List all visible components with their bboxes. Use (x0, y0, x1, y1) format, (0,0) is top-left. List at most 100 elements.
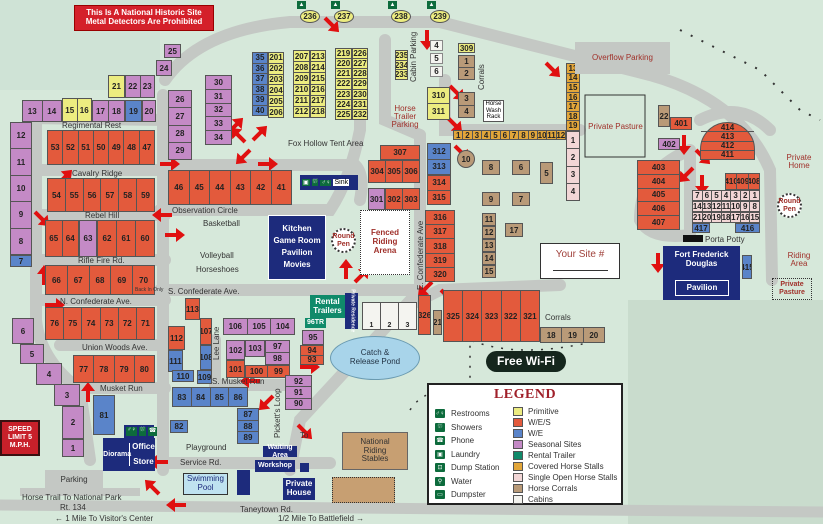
campsite[interactable]: 18 (541, 328, 563, 342)
campsite[interactable]: 100 (246, 366, 268, 377)
campsite[interactable]: 307 (393, 148, 407, 157)
campsite[interactable]: 412 (701, 142, 754, 151)
campsite[interactable]: 113 (186, 304, 199, 314)
campsite[interactable]: 110 (176, 371, 190, 381)
campsite[interactable]: 23 (142, 82, 152, 91)
campsite[interactable]: 12 (11, 123, 31, 150)
campsite[interactable]: 213 (311, 51, 325, 63)
campsite[interactable]: 9 (11, 202, 31, 229)
campsite[interactable]: 25 (168, 46, 177, 56)
campsite[interactable]: 14 (47, 106, 57, 116)
campsite[interactable]: 1 (62, 439, 84, 457)
campsite[interactable]: 1 (567, 132, 579, 150)
campsite[interactable]: 319 (426, 254, 454, 268)
campsite[interactable]: 405 (638, 189, 679, 203)
campsite[interactable]: 411 (721, 150, 734, 159)
campsite[interactable]: 31 (206, 90, 231, 104)
campsite[interactable]: 228 (353, 69, 367, 80)
campsite[interactable]: 95 (308, 333, 318, 342)
campsite[interactable]: 35 (253, 53, 267, 64)
campsite[interactable]: 104 (276, 322, 290, 331)
campsite[interactable]: 55 (66, 179, 84, 211)
campsite[interactable]: 18 (721, 213, 732, 222)
campsite[interactable]: 57 (101, 179, 120, 211)
campsite[interactable]: 60 (140, 234, 150, 243)
campsite[interactable]: 406 (638, 202, 679, 217)
campsite[interactable]: 3 (405, 322, 410, 329)
campsite[interactable]: 45 (190, 171, 210, 204)
campsite[interactable]: 105 (248, 319, 272, 334)
campsite[interactable]: 10 (537, 131, 548, 139)
campsite[interactable]: 37 (253, 74, 267, 85)
campsite[interactable]: 12 (712, 202, 722, 211)
campsite[interactable]: 16 (79, 105, 89, 115)
campsite[interactable]: 410 (726, 174, 738, 189)
campsite[interactable]: 408 (748, 177, 759, 186)
campsite[interactable]: 94 (301, 346, 323, 356)
campsite[interactable]: 216 (311, 85, 325, 96)
campsite[interactable]: 44 (210, 171, 231, 204)
campsite[interactable]: 19 (129, 106, 138, 116)
campsite[interactable]: 15 (567, 83, 579, 93)
campsite[interactable]: 15 (63, 99, 78, 121)
campsite[interactable]: 9 (529, 131, 538, 139)
campsite[interactable]: 43 (231, 171, 251, 204)
campsite[interactable]: 316 (426, 211, 454, 226)
campsite[interactable]: 54 (48, 179, 66, 211)
campsite[interactable]: 4 (482, 131, 492, 139)
campsite[interactable]: 4 (36, 363, 62, 385)
campsite[interactable]: 227 (353, 59, 367, 70)
campsite[interactable]: 74 (82, 308, 101, 339)
campsite[interactable]: 52 (63, 131, 79, 164)
campsite[interactable]: 314 (428, 176, 450, 191)
campsite[interactable]: 58 (119, 179, 138, 211)
tent-site[interactable]: 236 (300, 10, 320, 23)
campsite[interactable]: 46 (169, 171, 190, 204)
campsite[interactable]: 101 (228, 364, 243, 374)
campsite[interactable]: 207 (294, 51, 309, 63)
campsite[interactable]: 4 (722, 191, 732, 200)
campsite[interactable]: 214 (311, 62, 325, 74)
campsite[interactable]: 321 (523, 311, 537, 321)
campsite[interactable]: 112 (170, 333, 183, 343)
campsite[interactable]: 206 (269, 107, 283, 117)
campsite[interactable]: 320 (433, 269, 447, 279)
campsite[interactable]: 6 (12, 318, 34, 344)
campsite[interactable]: 230 (353, 89, 367, 100)
campsite[interactable]: 205 (269, 96, 283, 108)
campsite[interactable]: 13 (567, 64, 579, 74)
campsite[interactable]: 5 (491, 131, 501, 139)
campsite[interactable]: 32 (206, 104, 231, 118)
campsite[interactable]: 2 (567, 149, 579, 167)
campsite[interactable]: 16 (567, 92, 579, 103)
tent-site[interactable]: 239 (430, 10, 450, 23)
campsite[interactable]: 24 (159, 63, 169, 73)
campsite[interactable]: 66 (46, 266, 68, 294)
campsite[interactable]: 311 (432, 107, 445, 116)
campsite[interactable]: 69 (111, 266, 134, 294)
campsite[interactable]: 62 (98, 221, 117, 256)
campsite[interactable]: 47 (142, 143, 152, 152)
campsite[interactable]: 102 (228, 345, 243, 355)
campsite[interactable]: 217 (311, 96, 325, 107)
campsite[interactable]: 61 (117, 221, 136, 256)
campsite[interactable]: 16 (740, 213, 751, 222)
campsite[interactable]: 36 (253, 64, 267, 74)
campsite[interactable]: 3 (473, 131, 482, 139)
tent-site[interactable]: 237 (334, 10, 354, 23)
campsite[interactable]: 82 (174, 422, 184, 431)
campsite[interactable]: 404 (638, 175, 679, 189)
campsite[interactable]: 29 (175, 146, 185, 156)
campsite[interactable]: 17 (505, 223, 523, 237)
campsite[interactable]: 312 (428, 144, 450, 160)
campsite[interactable]: 5 (540, 162, 553, 184)
campsite[interactable]: 232 (353, 109, 367, 119)
campsite[interactable]: 22 (126, 76, 141, 97)
campsite[interactable]: 83 (173, 388, 192, 406)
campsite[interactable]: 3 (731, 191, 741, 200)
campsite[interactable]: 201 (269, 53, 283, 64)
campsite[interactable]: 202 (269, 64, 283, 75)
campsite[interactable]: 8 (752, 202, 757, 211)
campsite[interactable]: 3 (567, 167, 579, 184)
campsite[interactable]: 79 (115, 356, 135, 382)
